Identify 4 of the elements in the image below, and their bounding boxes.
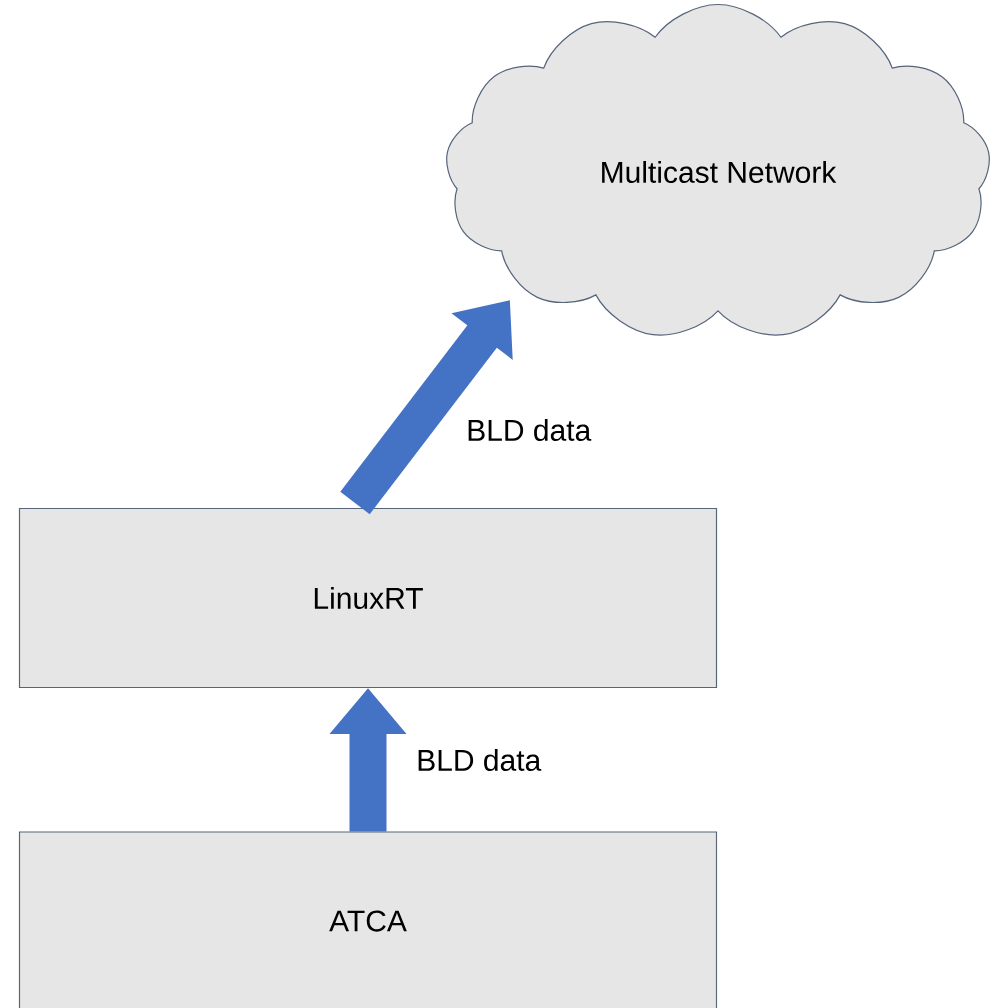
process-box: ATCA (18, 831, 718, 1008)
process-box: LinuxRT (18, 507, 718, 689)
edge-label: BLD data (418, 749, 542, 772)
edge-label: BLD data (468, 419, 592, 441)
